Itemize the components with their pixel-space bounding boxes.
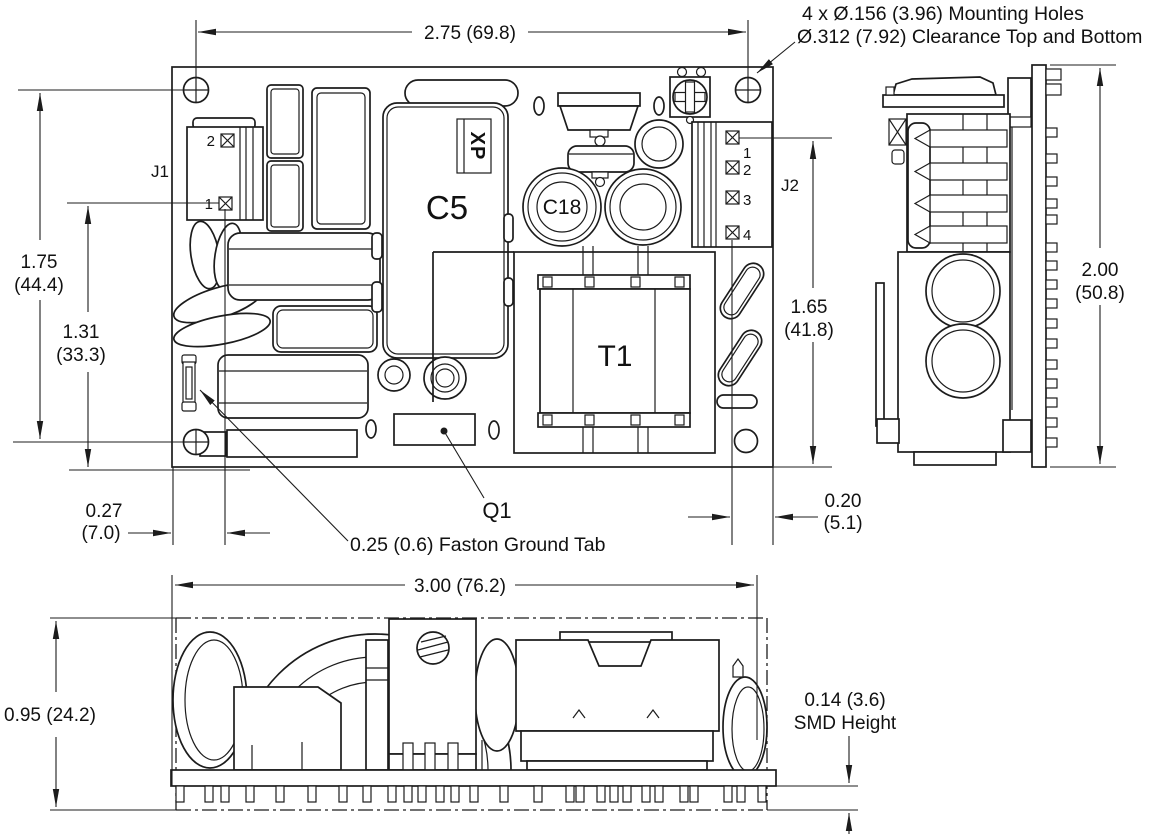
dim-hole-span: 2.75 (69.8) [195,20,749,78]
j2-pin1-label: 1 [743,145,751,162]
j2-pin4-label: 4 [743,227,751,244]
faston-ground-tab [181,354,197,412]
film-capacitors [266,84,371,232]
j1-pin1-label: 1 [205,196,213,213]
dim-hole-span-text: 2.75 (69.8) [424,23,516,44]
j1-label: J1 [151,162,169,181]
output-capacitor [604,168,682,246]
dim-j2-pin-height-in: 1.65 [791,297,828,318]
j2-pin-2 [725,160,740,175]
mounting-hole-top-left [182,76,210,104]
side-view [875,64,1062,468]
front-view [170,617,777,811]
potentiometer [669,66,711,125]
j1-pin2-label: 2 [207,133,215,150]
front-transformer [515,631,720,771]
dim-board-height-mm: (44.4) [14,275,64,296]
front-through-pins [175,785,767,803]
xp-logo: XP [456,118,492,174]
top-view: XP C5 C [171,66,774,468]
mounting-hole-bottom-right [733,428,759,454]
j2-pin-1 [725,130,740,145]
dim-board-height: 1.75 (44.4) [13,89,183,443]
choke-box [233,686,342,771]
j2-pin2-label: 2 [743,162,751,179]
note-faston: 0.25 (0.6) Faston Ground Tab [199,389,606,556]
leader-q1: Q1 [440,427,512,523]
blade-pins [913,128,1008,245]
c5-label: C5 [426,189,468,226]
vent-slots [716,262,765,409]
mounting-hole-top-right [734,76,762,104]
connector-j2 [691,121,773,248]
dim-j1-pin-height-mm: (33.3) [56,345,106,366]
dim-right-offset: 0.20 (5.1) [688,240,863,545]
j1-pin-2 [220,133,235,148]
q1-label: Q1 [482,498,511,523]
dim-side-height-in: 2.00 [1082,260,1119,281]
j2-pin-3 [725,190,740,205]
transformer-t1: T1 [432,246,716,454]
side-components [875,76,1032,466]
c18-label: C18 [543,196,582,219]
dim-left-offset-mm: (7.0) [81,523,120,544]
dim-side-height: 2.00 (50.8) [1050,64,1125,468]
dim-smd-height: 0.14 (3.6) SMD Height [767,690,897,834]
heatsink-clip [533,92,665,188]
smd-height-line2: SMD Height [794,713,897,734]
dim-board-width-text: 3.00 (76.2) [414,576,506,597]
dim-left-offset-in: 0.27 [86,501,123,522]
dim-j1-pin-height: 1.31 (33.3) [56,202,250,471]
to220-transistor [388,618,477,771]
dim-left-offset: 0.27 (7.0) [81,209,270,545]
j1-pin-1 [218,196,233,211]
dim-right-offset-mm: (5.1) [823,513,862,534]
faston-note-text: 0.25 (0.6) Faston Ground Tab [350,534,606,556]
smd-height-line1: 0.14 (3.6) [804,690,885,711]
mounting-note-line2: Ø.312 (7.92) Clearance Top and Bottom [797,26,1142,48]
capacitor-c5: XP C5 [371,79,519,359]
side-pcb-edge [1031,64,1047,468]
note-mounting-holes: 4 x Ø.156 (3.96) Mounting Holes Ø.312 (7… [756,3,1142,74]
front-pcb-bar [170,769,777,787]
front-right-capacitor [722,657,768,778]
transistor-q1 [365,413,500,446]
mounting-hole-bottom-left [182,428,210,456]
front-components [172,618,768,778]
small-capacitors [377,356,467,400]
dim-j2-pin-height: 1.65 (41.8) [739,137,834,468]
dim-front-height: 0.95 (24.2) [4,617,176,811]
capacitor-c18: C18 [522,167,602,247]
dim-board-height-in: 1.75 [21,252,58,273]
toroid-donut [634,119,684,169]
dim-j1-pin-height-in: 1.31 [63,322,100,343]
side-through-pins [1045,68,1062,448]
dim-j2-pin-height-mm: (41.8) [784,320,834,341]
magnetic-blocks [199,232,381,458]
j2-label: J2 [781,176,799,195]
j2-pin-4 [725,225,740,240]
mounting-note-line1: 4 x Ø.156 (3.96) Mounting Holes [802,3,1084,25]
dim-board-width: 3.00 (76.2) [171,575,758,786]
connector-j1 [186,117,264,221]
dim-front-height-text: 0.95 (24.2) [4,705,96,726]
x-pin-marker [888,118,907,165]
j2-pin3-label: 3 [743,192,751,209]
dim-side-height-mm: (50.8) [1075,283,1125,304]
dimensions-layer: 2.75 (69.8) 4 x Ø.156 (3.96) Mounting Ho… [4,3,1142,834]
mounting-holes [182,76,762,456]
t1-label: T1 [597,340,632,373]
dim-right-offset-in: 0.20 [825,491,862,512]
xp-logo-text: XP [466,132,488,161]
